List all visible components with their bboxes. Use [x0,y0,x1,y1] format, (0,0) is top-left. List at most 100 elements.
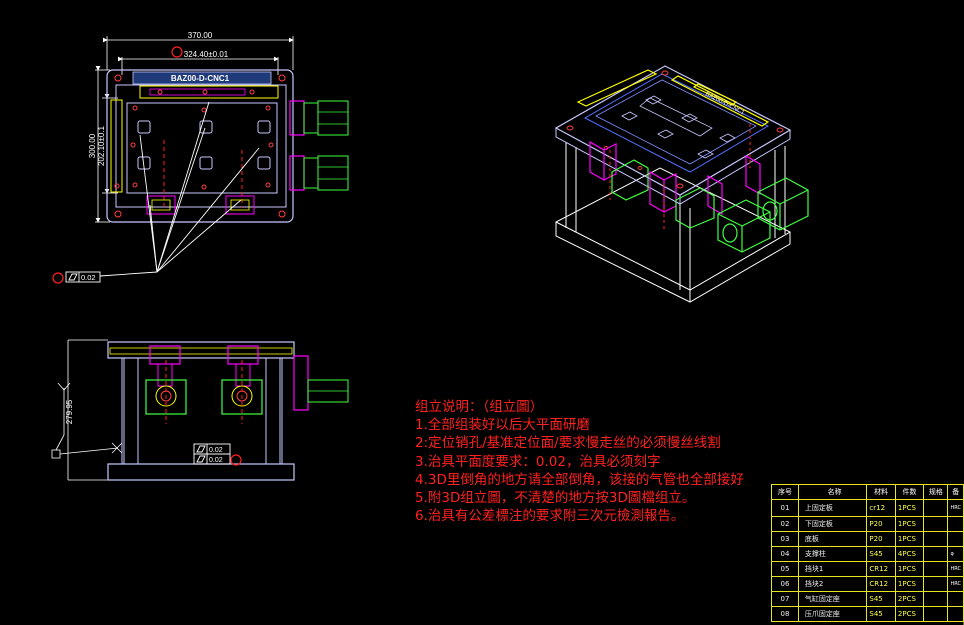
bom-cell-material: CR12 [866,561,896,577]
bom-header-no: 序号 [771,484,799,500]
bom-cell-remark [947,531,964,547]
flatness-value: 0.02 [81,273,96,282]
bom-cell-material: P20 [866,531,896,547]
bom-cell-name: 下固定板 [797,516,868,532]
iso-upper-plate [583,73,770,173]
bottom-clamps [146,195,255,215]
top-view: 370.00 324.40±0.01 300.00 202.10±0.1 BAZ… [52,31,349,284]
bom-cell-material: S45 [866,546,896,562]
bom-cell-qty: 1PCS [894,516,925,532]
note-item-4: 4.3D里倒角的地方请全部倒角，该接的气管也全部接好 [415,471,744,488]
side-tolerance-frame [193,443,231,465]
bom-cell-qty: 1PCS [894,499,925,517]
side-tolerance-1: 0.02 [209,447,223,454]
bom-header-qty: 件数 [894,484,925,500]
dim-side-height: 279.95 [65,399,74,424]
plate-label: BAZ00-D-CNC1 [171,74,230,83]
bom-cell-remark: HRC [947,576,964,592]
bom-header-row: 序号 名称 材料 件数 规格 备 [771,484,964,500]
datum-marker-flatness [52,272,64,284]
bom-cell-qty: 1PCS [894,576,925,592]
plate-holes [114,74,286,218]
note-item-3: 3.治具平面度要求：0.02，治具必须刻字 [415,453,661,470]
bom-cell-remark: φ [947,546,964,562]
flatness-symbol-icon [68,273,78,281]
bom-cell-spec [923,499,949,517]
iso-cutouts [621,95,736,159]
inner-pocket [126,102,278,194]
note-item-5: 5.附3D组立圖，不清楚的地方按3D圖檔组立。 [415,490,696,507]
side-view: 279.95 [51,339,349,481]
top-rail [139,85,279,99]
flatness-leaders [99,101,260,277]
side-cylinder [293,355,349,411]
bom-cell-qty: 4PCS [894,546,925,562]
bom-cell-remark [947,516,964,532]
bom-cell-no: 07 [771,591,799,607]
iso-base-plate [554,167,792,291]
bom-cell-name: 压爪固定座 [797,606,868,622]
bom-cell-remark: HRC [947,499,964,517]
bom-cell-no: 02 [771,516,799,532]
dim-pin-spacing: 324.40±0.01 [184,50,229,59]
note-item-1: 1.全部组装好以后大平面研磨 [415,417,590,434]
bom-cell-remark [947,591,964,607]
iso-centerlines [609,124,751,230]
side-base-plate [107,463,295,481]
side-clamp-left [145,345,187,424]
bom-cell-no: 01 [771,499,799,517]
datum-marker-top [171,46,183,58]
side-upper-band [109,347,293,355]
bom-cell-no: 04 [771,546,799,562]
bom-cell-qty: 2PCS [894,591,925,607]
bom-header-name: 名称 [797,484,868,500]
left-bar [110,99,123,193]
bom-cell-no: 03 [771,531,799,547]
top-plate-outline [115,84,287,208]
bom-cell-name: 挡块2 [797,576,868,592]
dim-overall-height: 300.00 [88,133,97,158]
flatness-frame [65,271,101,283]
bom-cell-material: CR12 [866,576,896,592]
bom-cell-spec [923,546,949,562]
iso-cylinders [611,159,809,253]
top-label-bar [132,71,272,85]
top-view-dimensions [95,36,294,223]
bom-header-material: 材料 [866,484,896,500]
note-item-6: 6.治具有公差標注的要求附三次元檢測報告。 [415,508,685,525]
side-view-dimensions [51,339,123,481]
side-columns [123,357,281,465]
bom-header-spec: 规格 [923,484,949,500]
bom-cell-spec [923,606,949,622]
bom-cell-name: 底板 [797,531,868,547]
bom-cell-qty: 1PCS [894,531,925,547]
bom-cell-name: 上固定板 [797,499,868,517]
bom-cell-material: cr12 [866,499,896,517]
iso-columns [565,142,786,296]
dim-inner-height: 202.10±0.1 [97,125,106,166]
bom-cell-name: 气缸固定座 [797,591,868,607]
right-cylinders [289,100,349,191]
bom-header-remark: 备 [947,484,964,500]
bom-cell-material: S45 [866,606,896,622]
side-clamp-right [221,345,263,424]
bom-cell-remark [947,606,964,622]
bottom-plate-outline [106,69,294,223]
centerlines [163,140,243,208]
bom-cell-remark: HRC [947,561,964,577]
square-cutouts [137,120,271,170]
isometric-view: BAZ00-D-CNC1 [554,65,809,303]
bom-cell-no: 05 [771,561,799,577]
note-item-2: 2:定位销孔/基准定位面/要求慢走丝的必须慢丝线割 [415,435,721,452]
bom-cell-qty: 2PCS [894,606,925,622]
